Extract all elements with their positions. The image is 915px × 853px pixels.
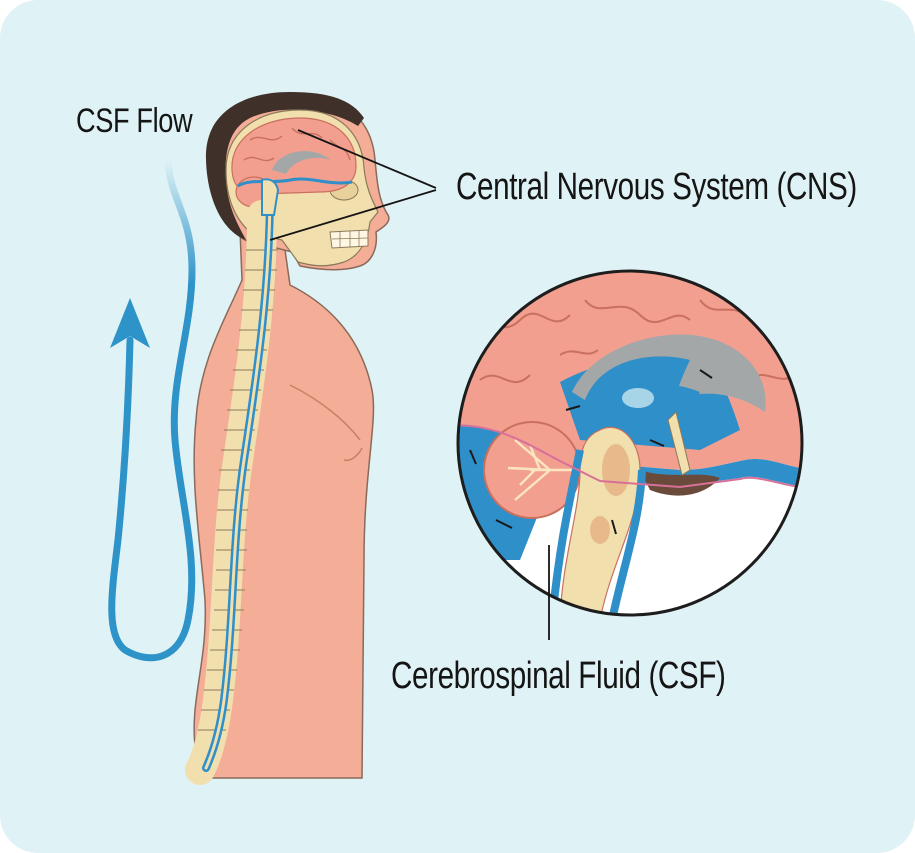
cns-label: Central Nervous System (CNS) — [456, 166, 857, 208]
human-body-illustration — [185, 92, 390, 785]
csf-flow-label: CSF Flow — [76, 102, 193, 140]
csf-label: Cerebrospinal Fluid (CSF) — [391, 655, 726, 697]
brain-cross-section-inset — [456, 269, 804, 617]
cns-pointer-lines — [269, 129, 437, 241]
flow-arrow-icon — [108, 156, 196, 662]
